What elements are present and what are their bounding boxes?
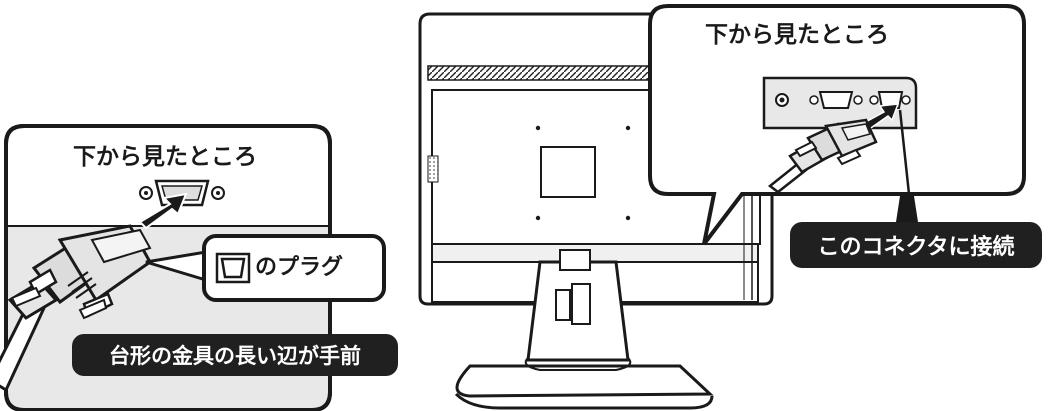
connect-here-callout: このコネクタに接続	[790, 222, 1042, 268]
plug-type-bubble	[145, 234, 386, 302]
plug-type-label: のプラグ	[255, 255, 344, 280]
monitor-stand	[454, 249, 714, 410]
insert-arrow-right-icon	[860, 103, 900, 131]
right-detail-panel	[648, 4, 1026, 246]
insert-arrow-left-icon	[138, 192, 188, 230]
view-from-below-title-left: 下から見たところ	[73, 144, 257, 170]
vga-port-first-icon	[809, 91, 863, 109]
trapezoid-edge-callout: 台形の金具の長い辺が手前	[72, 334, 398, 376]
view-from-below-title-right: 下から見たところ	[705, 22, 889, 48]
vga-plug-symbol-icon	[215, 252, 251, 284]
vga-plug-right-icon	[767, 118, 878, 194]
vga-plug-left-icon	[0, 224, 152, 393]
audio-jack-icon	[775, 93, 789, 107]
